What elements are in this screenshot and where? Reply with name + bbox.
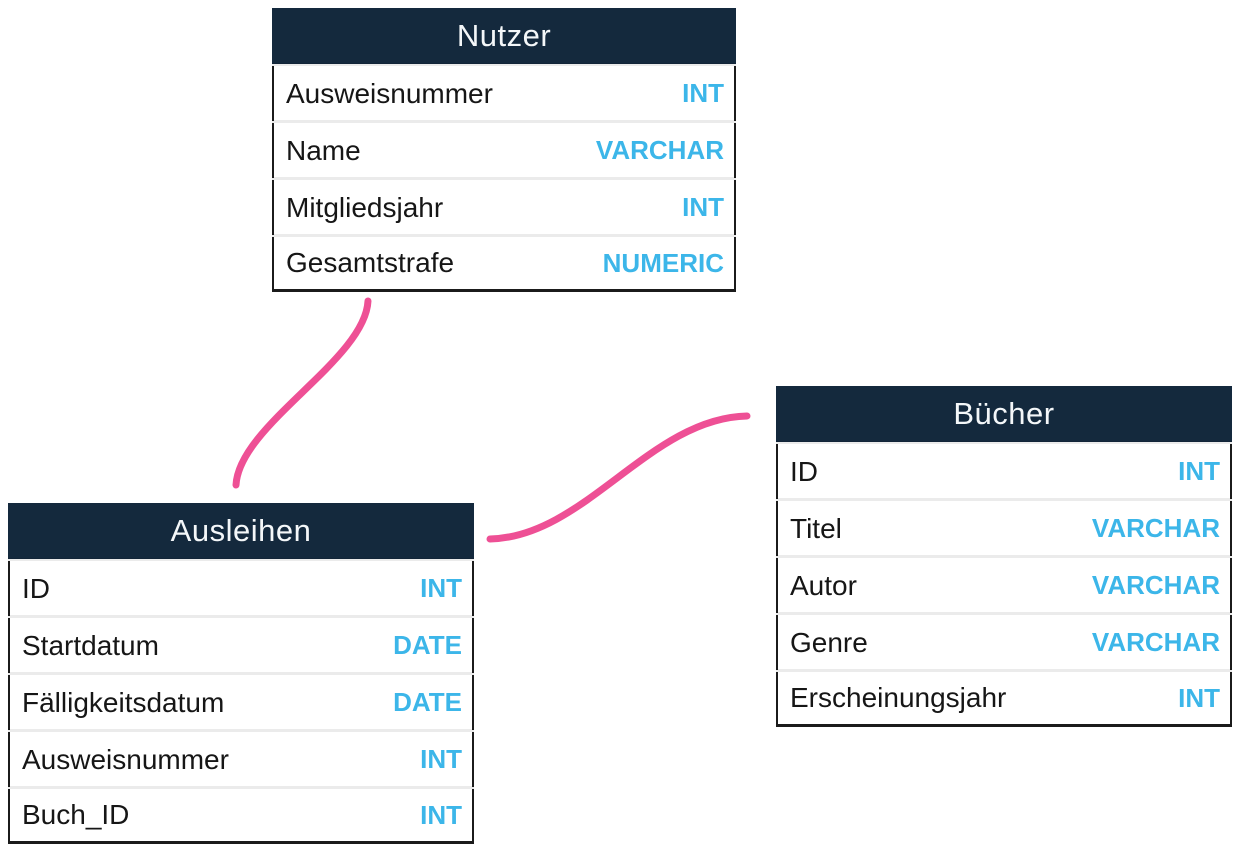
column-name: Name	[286, 134, 361, 166]
column-type: DATE	[393, 630, 462, 660]
column-type: INT	[682, 192, 724, 222]
table-row: Autor VARCHAR	[776, 558, 1232, 613]
table-header-buecher: Bücher	[776, 386, 1232, 442]
column-type: INT	[420, 573, 462, 603]
entity-table-ausleihen[interactable]: Ausleihen ID INT Startdatum DATE Fälligk…	[8, 503, 474, 844]
entity-table-buecher[interactable]: Bücher ID INT Titel VARCHAR Autor VARCHA…	[776, 386, 1232, 727]
table-header-nutzer: Nutzer	[272, 8, 736, 64]
column-type: VARCHAR	[1091, 513, 1220, 543]
table-row: Ausweisnummer INT	[8, 732, 474, 787]
column-name: Ausweisnummer	[22, 743, 229, 775]
column-type: VARCHAR	[1091, 570, 1220, 600]
table-row: Buch_ID INT	[8, 789, 474, 844]
column-name: Fälligkeitsdatum	[22, 686, 225, 718]
table-title: Ausleihen	[170, 513, 312, 548]
column-name: Buch_ID	[22, 799, 130, 830]
column-type: VARCHAR	[595, 135, 724, 165]
table-title: Nutzer	[456, 18, 552, 53]
column-type: INT	[420, 744, 462, 774]
table-row: Genre VARCHAR	[776, 615, 1232, 670]
table-row: Gesamtstrafe NUMERIC	[272, 237, 736, 292]
column-type: INT	[682, 78, 724, 108]
relationship-line-nutzer-ausleihen[interactable]	[232, 297, 372, 489]
column-name: Genre	[790, 626, 868, 658]
column-name: Erscheinungsjahr	[790, 682, 1007, 713]
table-row: Fälligkeitsdatum DATE	[8, 675, 474, 730]
column-type: INT	[1178, 456, 1220, 486]
table-row: Ausweisnummer INT	[272, 66, 736, 121]
column-name: Ausweisnummer	[286, 77, 493, 109]
column-type: NUMERIC	[602, 247, 724, 278]
table-header-ausleihen: Ausleihen	[8, 503, 474, 559]
table-row: Mitgliedsjahr INT	[272, 180, 736, 235]
table-row: Erscheinungsjahr INT	[776, 672, 1232, 727]
column-type: INT	[1178, 682, 1220, 713]
column-name: Gesamtstrafe	[286, 247, 455, 278]
entity-table-nutzer[interactable]: Nutzer Ausweisnummer INT Name VARCHAR Mi…	[272, 8, 736, 292]
column-name: Autor	[790, 569, 857, 601]
column-name: Titel	[790, 512, 842, 544]
column-name: Mitgliedsjahr	[286, 191, 444, 223]
column-name: ID	[790, 455, 818, 487]
table-row: Titel VARCHAR	[776, 501, 1232, 556]
table-row: ID INT	[776, 444, 1232, 499]
column-name: Startdatum	[22, 629, 159, 661]
column-type: DATE	[393, 687, 462, 717]
column-name: ID	[22, 572, 50, 604]
table-row: Name VARCHAR	[272, 123, 736, 178]
relationship-line-ausleihen-buecher[interactable]	[486, 412, 751, 543]
table-row: ID INT	[8, 561, 474, 616]
column-type: VARCHAR	[1091, 627, 1220, 657]
table-title: Bücher	[953, 396, 1055, 431]
table-row: Startdatum DATE	[8, 618, 474, 673]
column-type: INT	[420, 799, 462, 830]
